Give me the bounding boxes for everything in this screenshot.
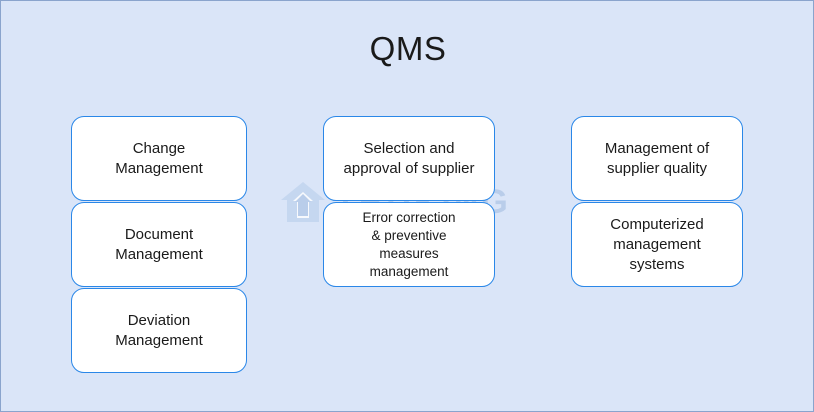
node-label: Error correction & preventive measures m… xyxy=(362,209,456,279)
node-label: Selection and approval of supplier xyxy=(343,139,475,177)
node-label: Change Management xyxy=(115,139,203,177)
node-selection-and-approval-of-supplier[interactable]: Selection and approval of supplier xyxy=(323,116,495,201)
node-label: Document Management xyxy=(115,225,203,263)
node-change-management[interactable]: Change Management xyxy=(71,116,247,201)
node-management-of-supplier-quality[interactable]: Management of supplier quality xyxy=(571,116,743,201)
column-3: Management of supplier quality Computeri… xyxy=(571,116,743,287)
page-title: QMS xyxy=(369,30,447,67)
node-computerized-management-systems[interactable]: Computerized management systems xyxy=(571,202,743,287)
column-2: Selection and approval of supplier Error… xyxy=(323,116,495,287)
node-document-management[interactable]: Document Management xyxy=(71,202,247,287)
node-label: Deviation Management xyxy=(115,311,203,349)
node-deviation-management[interactable]: Deviation Management xyxy=(71,288,247,373)
column-1: Change Management Document Management De… xyxy=(71,116,247,373)
node-label: Management of supplier quality xyxy=(604,139,710,177)
truking-house-logo-icon xyxy=(281,182,325,222)
node-error-correction-preventive-measures[interactable]: Error correction & preventive measures m… xyxy=(323,202,495,287)
node-label: Computerized management systems xyxy=(610,215,704,273)
